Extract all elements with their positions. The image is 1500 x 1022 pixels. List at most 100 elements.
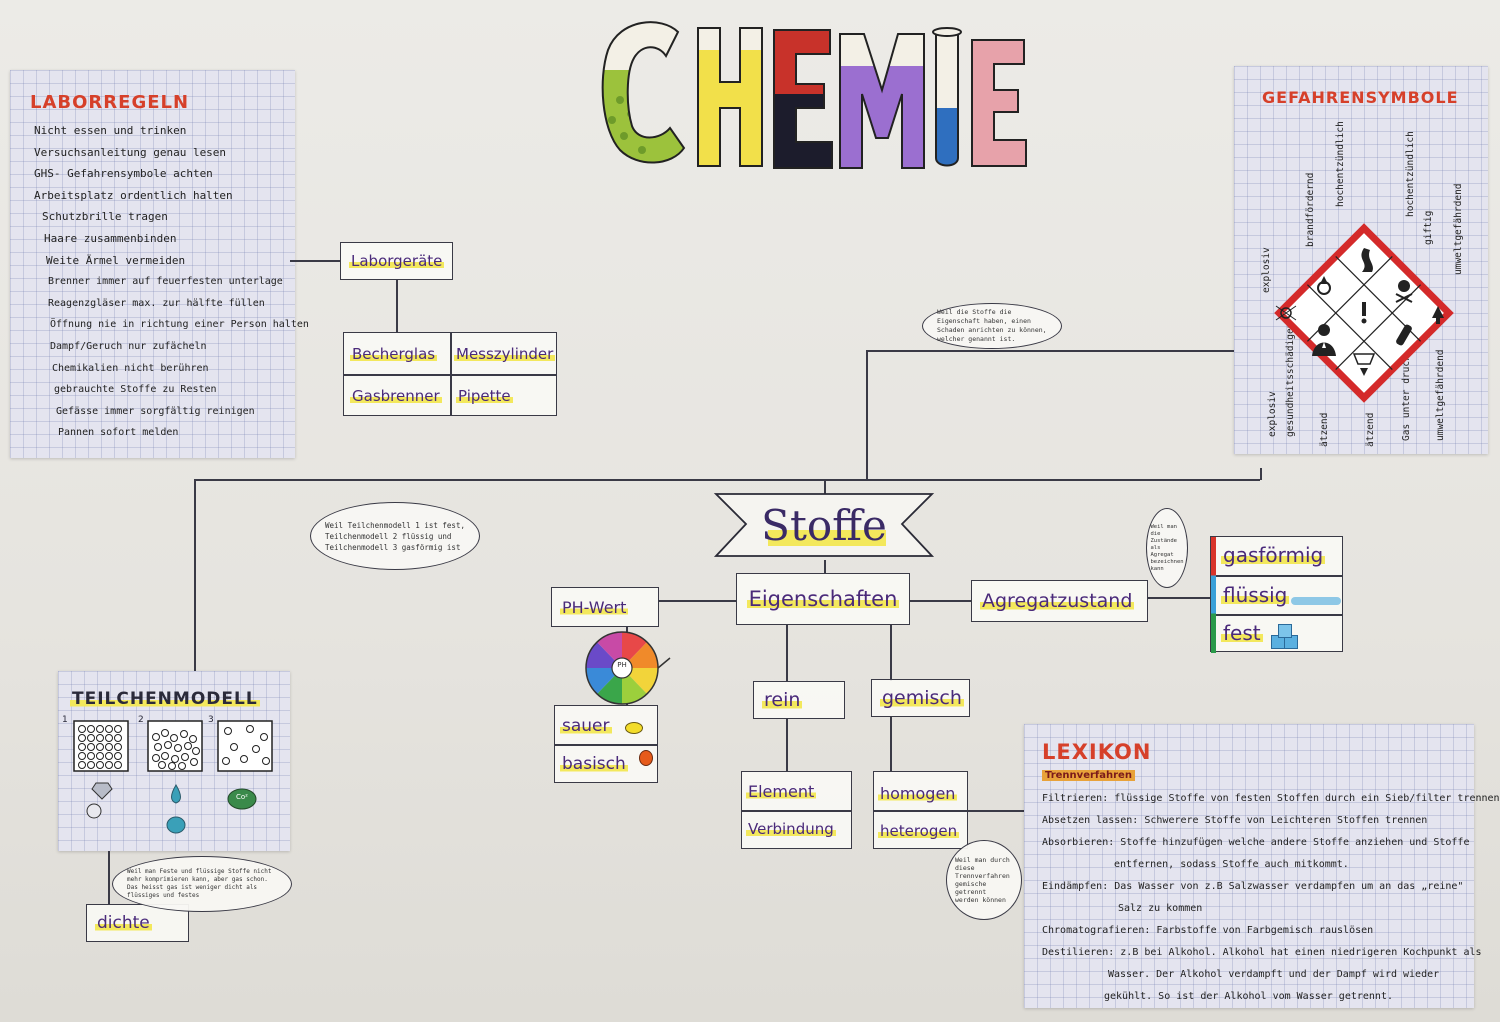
- letter-i: [936, 32, 958, 166]
- model-number: 2: [138, 715, 144, 725]
- gemisch-line: [890, 625, 892, 681]
- stoffe-banner: [713, 493, 935, 557]
- model-gas-icon: [217, 720, 273, 772]
- hazard-label-bottom: ätzend: [1365, 412, 1376, 447]
- zustand-grid: gasförmig flüssig fest: [1210, 536, 1343, 653]
- zustand-fluessig: flüssig: [1221, 583, 1290, 607]
- water-h2o-icon: [166, 816, 186, 834]
- connector-line: [290, 260, 340, 262]
- ph-wheel-label: PH: [617, 661, 627, 669]
- water-drop-icon: [171, 784, 181, 804]
- rule-item: Schutzbrille tragen: [42, 210, 168, 224]
- laborregeln-list: Nicht essen und trinken Versuchsanleitun…: [34, 120, 309, 444]
- speech-bubble-teilchen: Weil Teilchenmodell 1 ist fest, Teilchen…: [310, 502, 480, 570]
- rule-item: Nicht essen und trinken: [34, 124, 187, 137]
- model-number: 1: [62, 715, 68, 725]
- thermometer-icon: [1211, 537, 1216, 653]
- environment-icon: [1432, 306, 1444, 324]
- gemisch-heterogen: heterogen: [878, 822, 960, 840]
- rule-item: Reagenzgläser max. zur hälfte füllen: [48, 297, 265, 309]
- lexikon-title: LEXIKON: [1042, 740, 1152, 764]
- ph-wert-label: PH-Wert: [551, 587, 659, 627]
- gemisch-down-line: [890, 717, 892, 771]
- gas-cloud-label: Co²: [236, 793, 248, 801]
- agregat-line: [910, 600, 972, 602]
- gefahr-branch-h: [866, 350, 1234, 352]
- agregat-zustand-line: [1148, 597, 1210, 599]
- ice-cubes-icon: [1271, 624, 1301, 649]
- rein-line: [786, 625, 788, 681]
- rule-item: Brenner immer auf feuerfesten unterlage: [48, 276, 283, 288]
- speech-bubble-gefahr: Weil die Stoffe die Eigenschaft haben, e…: [922, 303, 1062, 349]
- stoffe-eig-line: [824, 560, 826, 574]
- lexikon-entry: Wasser. Der Alkohol verdampft und der Da…: [1108, 969, 1440, 980]
- rein-grid: Element Verbindung: [741, 771, 852, 849]
- speech-bubble-gemisch: Weil man durch diese Trennverfahren gemi…: [946, 840, 1022, 920]
- rule-item: Pannen sofort melden: [58, 427, 179, 439]
- hazard-label-bottom: ätzend: [1319, 412, 1330, 447]
- ph-grid: sauer basisch: [554, 705, 658, 783]
- teilchenmodell-sheet: TEILCHENMODELL 1 2 3: [58, 671, 290, 851]
- lexikon-entry: Eindämpfen: Das Wasser von z.B Salzwasse…: [1042, 881, 1464, 892]
- speech-bubble-dichte: Weil man Feste und flüssige Stoffe nicht…: [112, 856, 292, 912]
- geraet-gasbrenner: Gasbrenner: [350, 387, 442, 405]
- laborregeln-title: LABORREGELN: [30, 92, 190, 113]
- rule-item: Öffnung nie in richtung einer Person hal…: [50, 319, 309, 331]
- corrosive-icon: [1352, 353, 1376, 376]
- rule-item: Haare zusammenbinden: [44, 231, 177, 245]
- rein-verbindung: Verbindung: [746, 820, 836, 838]
- eigenschaften-label: Eigenschaften: [736, 573, 910, 625]
- rule-item: Arbeitsplatz ordentlich halten: [34, 188, 233, 202]
- gemisch-homogen: homogen: [878, 784, 958, 803]
- letter-h: [698, 28, 762, 166]
- lexikon-list: Filtrieren: flüssige Stoffe von festen S…: [1042, 788, 1500, 1008]
- gas-cloud-icon: [227, 788, 257, 810]
- rein-element: Element: [746, 782, 817, 801]
- right-branch-down: [1260, 468, 1262, 480]
- fruit-icon: [639, 750, 653, 766]
- laborregeln-sheet: LABORREGELN Nicht essen und trinken Vers…: [10, 70, 309, 458]
- ph-wheel-icon: [585, 631, 671, 705]
- skull-icon: [1395, 280, 1413, 303]
- rule-item: gebrauchte Stoffe zu Resten: [54, 384, 217, 396]
- zustand-gasfoermig: gasförmig: [1221, 543, 1326, 567]
- speech-bubble-agregat: Weil man die Zustände als Agregat bezeic…: [1146, 508, 1188, 588]
- hazard-label-top: hochentzündlich: [1335, 121, 1346, 207]
- laborgeraete-grid: Becherglas Messzylinder Gasbrenner Pipet…: [343, 332, 557, 416]
- rule-item: Chemikalien nicht berühren: [52, 362, 209, 374]
- left-branch-down: [194, 479, 196, 671]
- geraet-becherglas: Becherglas: [350, 345, 438, 363]
- lexikon-connector: [968, 810, 1026, 812]
- lexikon-entry: Chromatografieren: Farbstoffe von Farbge…: [1042, 925, 1374, 936]
- agregatzustand-label: Agregatzustand: [971, 580, 1148, 622]
- gemisch-grid: homogen heterogen: [873, 771, 968, 849]
- rein-down-line: [786, 719, 788, 771]
- flame-circle-icon: [1317, 276, 1331, 295]
- stoffe-title: Stoffe: [761, 500, 887, 550]
- dichte-line: [108, 851, 110, 905]
- chemie-title: [601, 21, 1027, 169]
- geraet-messzylinder: Messzylinder: [454, 345, 556, 363]
- model-number: 3: [208, 715, 214, 725]
- letter-c: [602, 22, 685, 163]
- flame-icon: [1361, 248, 1373, 272]
- hazard-label-top: hochentzündlich: [1405, 131, 1416, 217]
- stoffe-stem: [824, 480, 826, 494]
- connector-line: [396, 280, 398, 332]
- ph-basisch: basisch: [560, 754, 628, 774]
- lemon-icon: [625, 722, 643, 734]
- rule-item: Gefässe immer sorgfältig reinigen: [56, 405, 255, 417]
- lexikon-entry: Absetzen lassen: Schwerere Stoffe von Le…: [1042, 815, 1428, 826]
- lexikon-subtitle: Trennverfahren: [1042, 770, 1135, 781]
- ghs-diamond: [1274, 223, 1454, 403]
- model-liquid-icon: [147, 720, 203, 772]
- ice-icon: [86, 803, 102, 819]
- top-branch-line: [194, 479, 1260, 481]
- rule-item: GHS- Gefahrensymbole achten: [34, 167, 213, 181]
- lexikon-entry: Filtrieren: flüssige Stoffe von festen S…: [1042, 793, 1500, 804]
- lexikon-entry: Absorbieren: Stoffe hinzufügen welche an…: [1042, 837, 1470, 848]
- model-solid-icon: [73, 720, 129, 772]
- ph-line: [658, 600, 736, 602]
- laborgeraete-label: Laborgeräte: [340, 242, 453, 280]
